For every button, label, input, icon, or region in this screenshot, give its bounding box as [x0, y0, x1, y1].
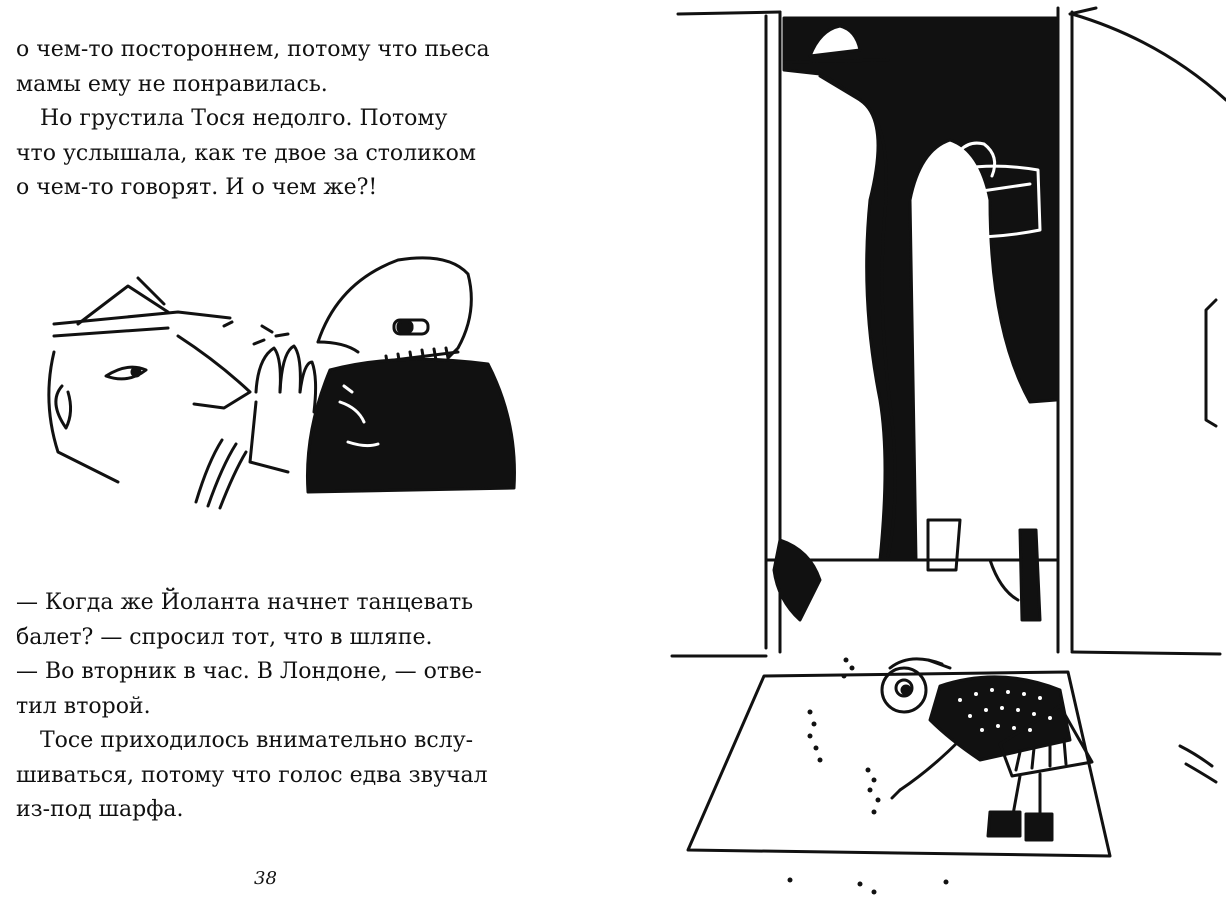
text-line: из-под шарфа. [16, 797, 184, 822]
paragraph: — Во вторник в час. В Лондоне, — отве- т… [16, 655, 516, 724]
top-text-block: о чем-то постороннем, потому что пьеса м… [16, 33, 516, 206]
page-number: 38 [254, 868, 277, 889]
text-line: о чем-то говорят. И о чем же?! [16, 175, 378, 200]
text-line: — Когда же Йоланта начнет танцевать [16, 590, 474, 615]
text-line: мамы ему не понравилась. [16, 71, 328, 97]
paragraph: Но грустила Тося недолго. Потому что усл… [16, 102, 516, 206]
paragraph: — Когда же Йоланта начнет танцевать бале… [16, 586, 516, 655]
paragraph: Тосе приходилось внимательно вслу- шиват… [16, 724, 516, 828]
text-line: балет? — спросил тот, что в шляпе. [16, 624, 433, 650]
bottom-text-block: — Когда же Йоланта начнет танцевать бале… [16, 586, 516, 828]
text-line: — Во вторник в час. В Лондоне, — отве- [16, 659, 482, 684]
two-men-whispering-illustration [18, 252, 523, 514]
text-line: Но грустила Тося недолго. Потому [40, 106, 448, 131]
text-line: тил второй. [16, 693, 151, 719]
text-line: что услышала, как те двое за столиком [16, 140, 476, 166]
text-line: Тосе приходилось внимательно вслу- [40, 728, 474, 753]
text-line: шиваться, потому что голос едва звучал [16, 762, 488, 788]
girl-in-doorway-illustration [660, 0, 1226, 900]
text-line: о чем-то постороннем, потому что пьеса [16, 37, 490, 62]
paragraph: о чем-то постороннем, потому что пьеса м… [16, 33, 516, 102]
